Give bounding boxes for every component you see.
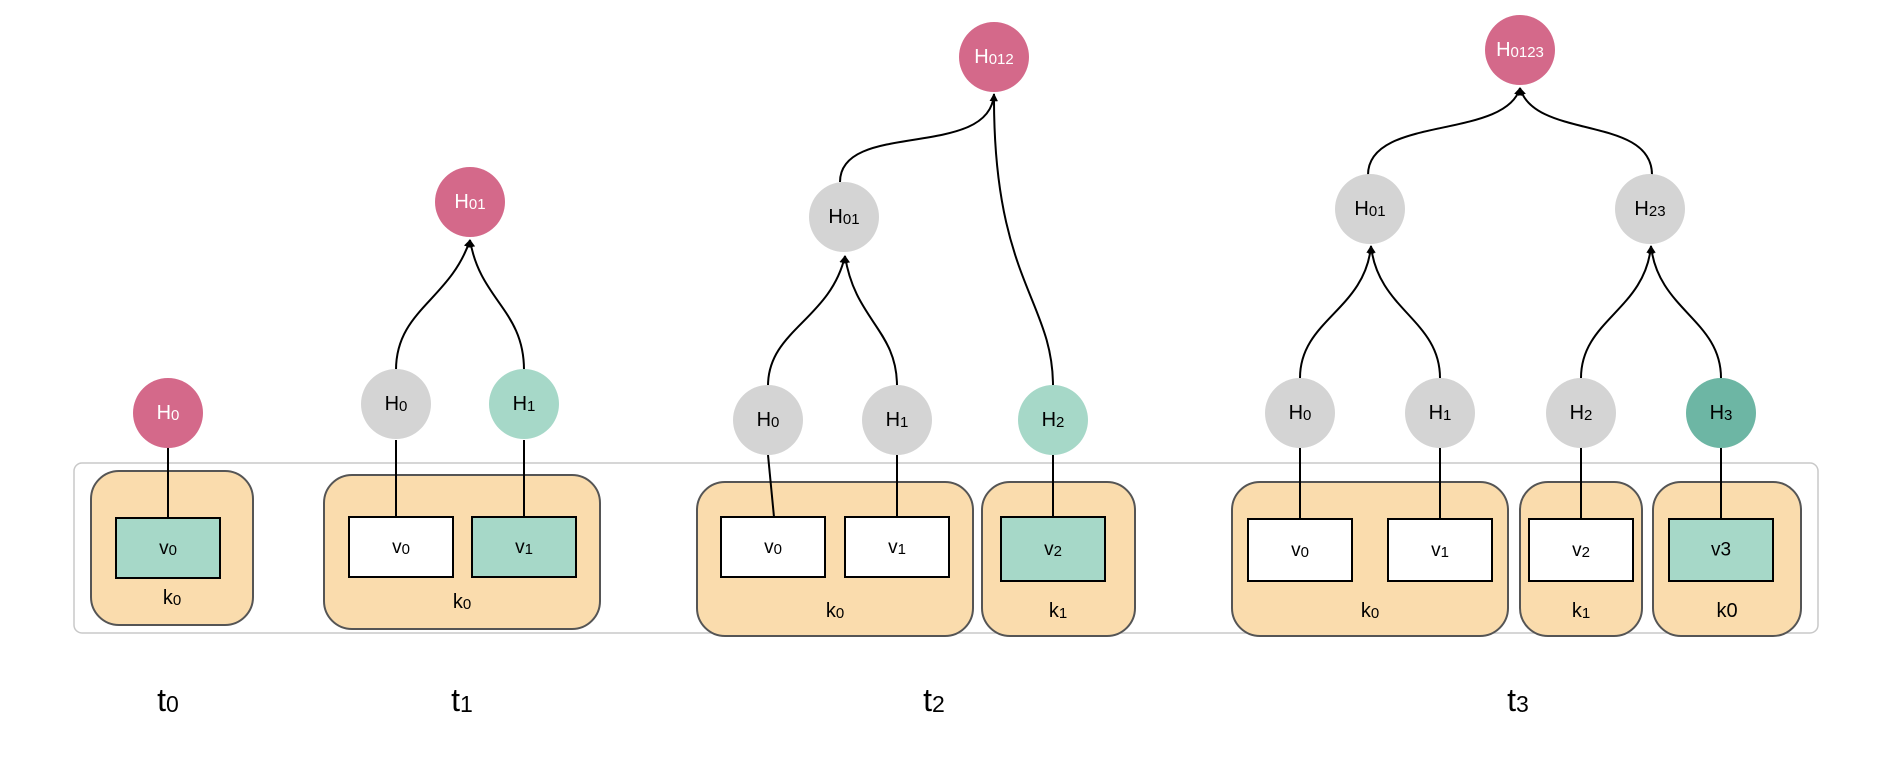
hash-node-label: H2 <box>1042 409 1065 431</box>
value-label: v0 <box>392 537 410 558</box>
hash-node-h1 <box>862 385 932 455</box>
value-label: v1 <box>1431 540 1449 561</box>
time-label: t2 <box>923 682 945 718</box>
key-label: k0 <box>1361 600 1379 622</box>
hash-node-label: H01 <box>828 206 859 228</box>
key-label: k0 <box>826 600 844 622</box>
edge-h0-h01 <box>1299 245 1375 379</box>
edge-h3-h23 <box>1647 245 1722 379</box>
key-label: k0 <box>1716 600 1737 622</box>
edge-h1-h01 <box>1367 245 1441 379</box>
value-box <box>1000 516 1106 582</box>
time-step-t2: v0 v1 v2 k0 k1 H0 H1 H2 H01 H012 t2 <box>696 22 1136 718</box>
key-label: k1 <box>1572 600 1590 622</box>
edge-h2-h23 <box>1580 245 1655 379</box>
value-label: v0 <box>159 538 177 559</box>
value-box <box>348 516 454 578</box>
edge-h1-root <box>467 239 525 371</box>
hash-node-label: H01 <box>454 191 485 213</box>
time-label: t3 <box>1507 682 1529 718</box>
hash-node-h23 <box>1615 174 1685 244</box>
hash-node-h01 <box>1335 174 1405 244</box>
hash-node-root <box>435 167 505 237</box>
value-box <box>844 516 950 578</box>
time-step-t1: v0 v1 k0 H0 H1 H01 t1 <box>323 167 601 718</box>
edge-h1-h01 <box>842 255 898 387</box>
hash-node-label: H0 <box>157 402 180 424</box>
partition-box <box>323 474 601 630</box>
edge-h01-root <box>839 93 998 183</box>
edge-h0-v0 <box>767 454 775 518</box>
edge-h0-root <box>395 239 472 371</box>
time-label: t0 <box>157 682 179 718</box>
value-box <box>1247 518 1353 582</box>
value-box <box>1668 518 1774 582</box>
hash-node-label: H3 <box>1710 402 1733 424</box>
hash-node-label: H1 <box>1429 402 1452 424</box>
edge-h23-root <box>1518 87 1653 176</box>
key-label: k1 <box>1049 600 1067 622</box>
time-step-t3: v0 v1 v2 v3 k0 k1 k0 H0 H1 H2 H3 H01 H23… <box>1231 15 1802 718</box>
value-box <box>471 516 577 578</box>
hash-node-label: H0 <box>385 393 408 415</box>
hash-node-label: H012 <box>974 46 1013 68</box>
hash-node-label: H01 <box>1354 198 1385 220</box>
hash-node-h0 <box>1265 378 1335 448</box>
hash-node-root <box>959 22 1029 92</box>
hash-node-label: H23 <box>1634 198 1665 220</box>
value-box <box>1528 518 1634 582</box>
value-label: v3 <box>1711 540 1731 561</box>
hash-node-h0 <box>733 385 803 455</box>
edge-h2-root <box>989 93 1054 387</box>
value-label: v0 <box>1291 540 1309 561</box>
edge-h0-h01 <box>767 255 848 387</box>
value-label: v2 <box>1572 540 1590 561</box>
value-label: v1 <box>515 537 533 558</box>
hash-node-h2 <box>1018 385 1088 455</box>
value-label: v2 <box>1044 539 1062 560</box>
key-label: k0 <box>453 591 471 613</box>
hash-node-h3 <box>1686 378 1756 448</box>
hash-node-label: H2 <box>1570 402 1593 424</box>
hash-node-h1 <box>1405 378 1475 448</box>
hash-node-h0 <box>361 369 431 439</box>
value-box <box>115 517 221 579</box>
edge-h01-root <box>1367 87 1522 176</box>
value-label: v1 <box>888 537 906 558</box>
value-label: v0 <box>764 537 782 558</box>
hash-node-label: H0 <box>1289 402 1312 424</box>
hash-node-h0 <box>133 378 203 448</box>
hash-node-h2 <box>1546 378 1616 448</box>
hash-node-label: H0 <box>757 409 780 431</box>
hash-node-h1 <box>489 369 559 439</box>
hash-node-label: H0123 <box>1496 39 1544 61</box>
hash-node-h01 <box>809 182 879 252</box>
time-label: t1 <box>451 682 473 718</box>
key-label: k0 <box>163 587 181 609</box>
value-box <box>1387 518 1493 582</box>
value-box <box>720 516 826 578</box>
time-step-t0: v0 k0 H0 t0 <box>90 378 254 718</box>
hash-node-root <box>1485 15 1555 85</box>
hash-node-label: H1 <box>513 393 536 415</box>
hash-node-label: H1 <box>886 409 909 431</box>
